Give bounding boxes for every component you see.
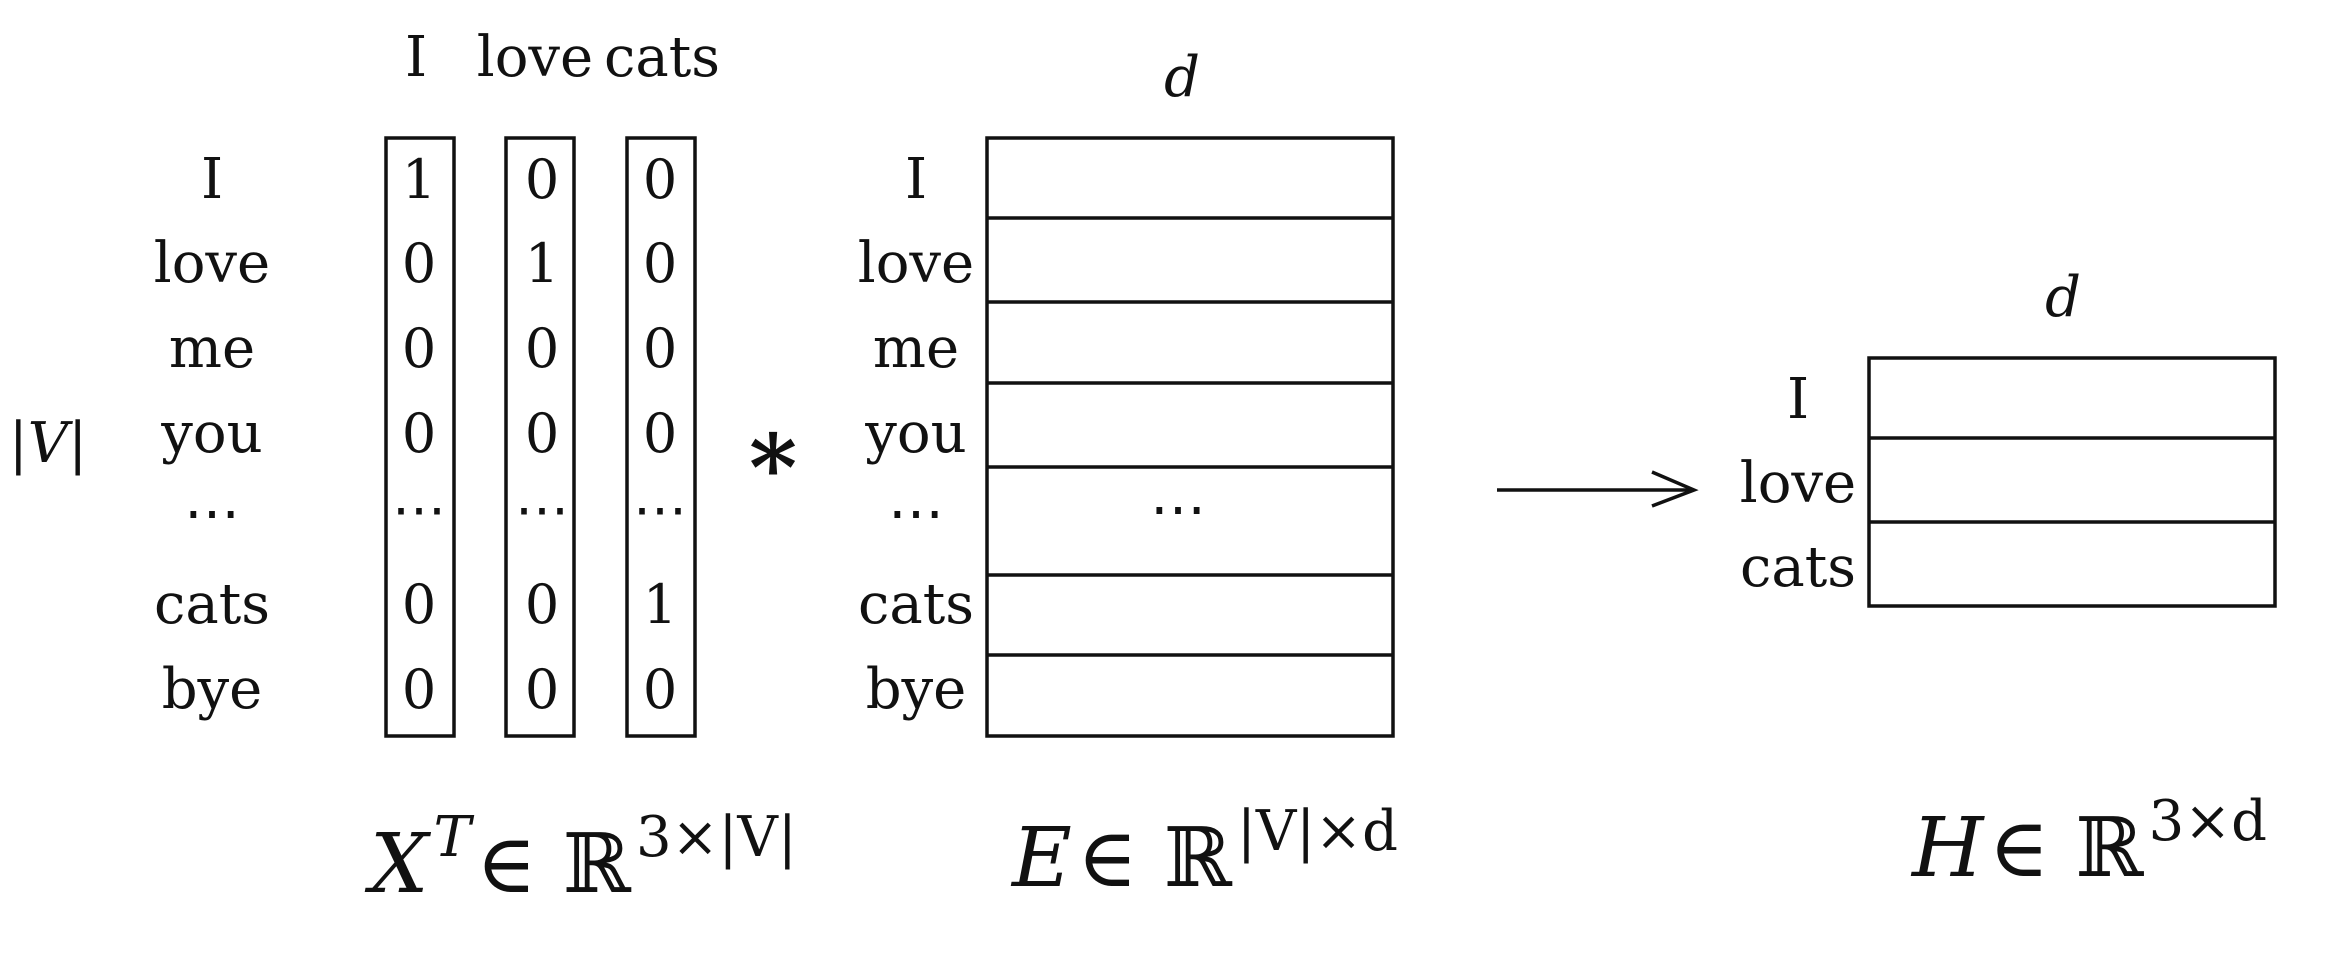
h-caption-sup2: 3×d [2149,789,2267,854]
embedding-ellipsis: ⋯ [1150,477,1206,542]
one-hot-column-box-love [504,136,576,738]
e-caption-sup2: |V|×d [1237,799,1398,864]
h-caption: H ∈ ℝ 3×d [1910,789,2267,896]
x-caption-sup2: 3×|V| [636,805,797,870]
output-row-label: love [1740,451,1856,516]
one-hot-cell: 0 [525,317,559,380]
output-row-label: cats [1740,535,1856,600]
vocab-word: bye [162,657,263,722]
one-hot-column-box-i [384,136,456,738]
output-dim-label: d [2045,265,2081,330]
one-hot-cell: 0 [643,658,677,721]
vocab-word: I [201,147,223,212]
right-arrow-icon [1497,470,1699,508]
vocab-size-label: |V| [9,411,87,476]
embedding-row-label: cats [858,572,974,637]
embedding-row-label: ⋯ [888,481,944,546]
one-hot-cell: 0 [643,232,677,295]
one-hot-cell: 0 [525,148,559,211]
h-caption-base: H [1910,801,1985,896]
one-hot-cell: 0 [402,573,436,636]
one-hot-cell: 0 [643,317,677,380]
vocab-word: you [160,401,262,466]
x-caption-rel: ∈ ℝ [476,817,632,912]
one-hot-cell: 1 [402,148,436,211]
x-caption-base: X [364,817,432,912]
embedding-row-label: I [905,147,927,212]
one-hot-cell: 1 [643,573,677,636]
one-hot-cell: 0 [402,317,436,380]
column-header-i: I [405,25,427,90]
one-hot-cell: 0 [402,402,436,465]
one-hot-matrix: 1 0 0 0 ⋯ 0 0 0 1 0 0 ⋯ 0 0 0 0 0 0 ⋯ 1 0 [384,136,697,738]
one-hot-cell: ⋯ [515,478,569,541]
one-hot-cell: 0 [525,573,559,636]
one-hot-cell: ⋯ [392,478,446,541]
embedding-row-label: you [864,401,966,466]
embedding-row-label: love [858,231,974,296]
vocab-word: ⋯ [184,481,240,546]
embedding-row-label: me [873,316,959,381]
e-caption: E ∈ ℝ |V|×d [1010,799,1398,906]
one-hot-cell: 0 [643,148,677,211]
one-hot-column-box-cats [625,136,697,738]
x-caption-sup1: T [433,805,474,870]
column-headers: I love cats [405,25,720,90]
one-hot-cell: 0 [525,402,559,465]
embedding-dim-label: d [1164,45,1200,110]
column-header-love: love [477,25,593,90]
one-hot-cell: 0 [402,658,436,721]
vocab-word: love [154,231,270,296]
output-matrix-frame [1867,356,2277,608]
vocab-word: me [169,316,255,381]
multiply-operator: * [749,414,797,522]
embedding-row-label: bye [866,657,967,722]
column-header-cats: cats [604,25,720,90]
output-row-label: I [1787,367,1809,432]
e-caption-base: E [1010,811,1072,906]
vocab-word: cats [154,572,270,637]
x-caption: X T ∈ ℝ 3×|V| [364,805,797,912]
embedding-matrix-frame [985,136,1395,738]
one-hot-cell: 0 [643,402,677,465]
one-hot-cell: ⋯ [633,478,687,541]
h-caption-rel: ∈ ℝ [1989,801,2145,896]
e-caption-rel: ∈ ℝ [1077,811,1233,906]
one-hot-cell: 0 [525,658,559,721]
one-hot-cell: 0 [402,232,436,295]
one-hot-cell: 1 [525,232,559,295]
